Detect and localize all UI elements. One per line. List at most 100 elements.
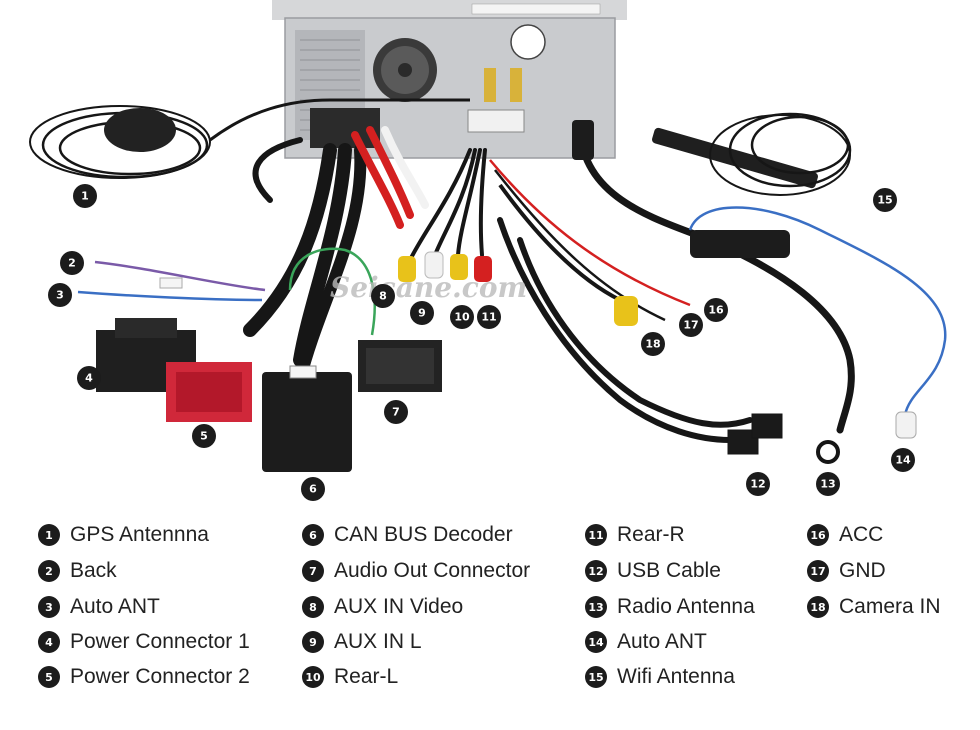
callout-number: 13 bbox=[820, 478, 835, 491]
callout-badge-6: 6 bbox=[301, 477, 325, 501]
callout-badge-9: 9 bbox=[410, 301, 434, 325]
callout-badge-2: 2 bbox=[60, 251, 84, 275]
legend-number-badge: 5 bbox=[38, 666, 60, 688]
acc-gnd-wires bbox=[489, 159, 691, 326]
usb-cable bbox=[497, 217, 783, 455]
qa-pass-sticker-icon bbox=[510, 24, 546, 60]
legend-label: Radio Antenna bbox=[617, 595, 755, 618]
callout-badge-3: 3 bbox=[48, 283, 72, 307]
back-wire bbox=[77, 260, 266, 302]
legend-item-15: 15 Wifi Antenna bbox=[585, 662, 735, 692]
legend-label: Auto ANT bbox=[70, 595, 160, 618]
callout-badge-1: 1 bbox=[73, 184, 97, 208]
legend-label: Wifi Antenna bbox=[617, 665, 735, 688]
legend-number-badge: 12 bbox=[585, 560, 607, 582]
legend-number-badge: 8 bbox=[302, 596, 324, 618]
legend-number-badge: 11 bbox=[585, 524, 607, 546]
legend-label: Rear-L bbox=[334, 665, 399, 688]
callout-badge-13: 13 bbox=[816, 472, 840, 496]
callout-number: 14 bbox=[895, 454, 911, 467]
legend-number-badge: 9 bbox=[302, 631, 324, 653]
auto-ant-wire bbox=[688, 206, 947, 439]
legend-number-badge: 18 bbox=[807, 596, 829, 618]
callout-number: 3 bbox=[56, 289, 64, 302]
legend-number-badge: 1 bbox=[38, 524, 60, 546]
legend-item-16: 16 ACC bbox=[807, 520, 883, 550]
legend-label: USB Cable bbox=[617, 559, 721, 582]
legend-label: Audio Out Connector bbox=[334, 559, 531, 582]
callout-number: 15 bbox=[877, 194, 892, 207]
callout-number: 16 bbox=[708, 304, 724, 317]
legend-item-7: 7 Audio Out Connector bbox=[302, 556, 530, 586]
power-connector-2 bbox=[166, 362, 252, 422]
legend-item-2: 2 Back bbox=[38, 556, 117, 586]
legend-label: CAN BUS Decoder bbox=[334, 523, 513, 546]
callout-number: 6 bbox=[309, 483, 317, 496]
callout-badge-16: 16 bbox=[704, 298, 728, 322]
callout-number: 7 bbox=[392, 406, 400, 419]
legend-label: ACC bbox=[839, 523, 884, 546]
callout-badge-17: 17 bbox=[679, 313, 703, 337]
callout-number: 12 bbox=[750, 478, 765, 491]
callout-number: 1 bbox=[81, 190, 89, 203]
rca-plugs bbox=[398, 251, 492, 282]
callout-badge-15: 15 bbox=[873, 188, 897, 212]
callout-number: 2 bbox=[68, 257, 76, 270]
legend-number-badge: 3 bbox=[38, 596, 60, 618]
callout-badge-12: 12 bbox=[746, 472, 770, 496]
legend-number-badge: 13 bbox=[585, 596, 607, 618]
legend-label: Back bbox=[70, 559, 117, 582]
legend-label: Camera IN bbox=[839, 595, 941, 618]
legend-number-badge: 10 bbox=[302, 666, 324, 688]
callout-number: 17 bbox=[683, 319, 698, 332]
callout-badge-4: 4 bbox=[77, 366, 101, 390]
callout-number: 10 bbox=[454, 311, 470, 324]
legend-item-1: 1 GPS Antennna bbox=[38, 520, 209, 550]
callout-badge-10: 10 bbox=[450, 305, 474, 329]
legend-number-badge: 15 bbox=[585, 666, 607, 688]
legend-item-13: 13 Radio Antenna bbox=[585, 592, 755, 622]
callout-badge-11: 11 bbox=[477, 305, 501, 329]
rca-bundle bbox=[351, 126, 487, 262]
callout-number: 8 bbox=[379, 290, 387, 303]
legend-label: GND bbox=[839, 559, 886, 582]
legend-label: Auto ANT bbox=[617, 630, 707, 653]
radio-antenna bbox=[572, 120, 855, 464]
callout-number: 11 bbox=[481, 311, 496, 324]
legend-number-badge: 4 bbox=[38, 631, 60, 653]
legend-label: AUX IN Video bbox=[334, 595, 464, 618]
legend-number-badge: 6 bbox=[302, 524, 324, 546]
callout-number: 5 bbox=[200, 430, 208, 443]
callout-number: 9 bbox=[418, 307, 426, 320]
legend-item-17: 17 GND bbox=[807, 556, 886, 586]
legend-number-badge: 7 bbox=[302, 560, 324, 582]
legend-item-11: 11 Rear-R bbox=[585, 520, 685, 550]
legend-item-4: 4 Power Connector 1 bbox=[38, 627, 250, 657]
main-harness bbox=[243, 137, 367, 386]
power-connector-1 bbox=[96, 318, 196, 392]
gps-antenna bbox=[29, 98, 470, 179]
legend-number-badge: 16 bbox=[807, 524, 829, 546]
callout-badge-7: 7 bbox=[384, 400, 408, 424]
legend-label: GPS Antennna bbox=[70, 523, 209, 546]
legend-label: Power Connector 2 bbox=[70, 665, 250, 688]
wifi-antenna bbox=[652, 112, 852, 196]
legend-item-6: 6 CAN BUS Decoder bbox=[302, 520, 513, 550]
legend-item-12: 12 USB Cable bbox=[585, 556, 721, 586]
callout-number: 4 bbox=[85, 372, 93, 385]
legend-number-badge: 2 bbox=[38, 560, 60, 582]
legend-label: Rear-R bbox=[617, 523, 685, 546]
legend-label: Power Connector 1 bbox=[70, 630, 250, 653]
head-unit bbox=[272, 0, 627, 159]
legend-number-badge: 17 bbox=[807, 560, 829, 582]
callout-badge-14: 14 bbox=[891, 448, 915, 472]
legend-item-8: 8 AUX IN Video bbox=[302, 592, 463, 622]
legend-item-3: 3 Auto ANT bbox=[38, 592, 160, 622]
legend-item-5: 5 Power Connector 2 bbox=[38, 662, 250, 692]
callout-number: 18 bbox=[645, 338, 660, 351]
